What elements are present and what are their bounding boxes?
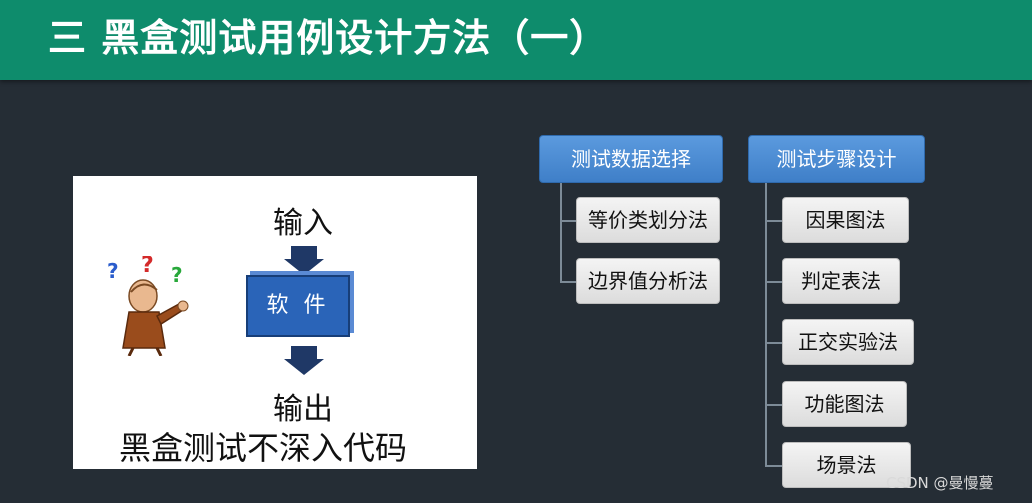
slide-header: 三 黑盒测试用例设计方法（一）: [0, 0, 1032, 80]
tree-item-function-graph: 功能图法: [782, 381, 907, 427]
slide-title: 三 黑盒测试用例设计方法（一）: [48, 16, 609, 60]
tree-connector: [765, 183, 767, 465]
arrow-down-icon: [284, 359, 324, 375]
tree-connector: [560, 183, 562, 281]
arrow-down-icon: [291, 246, 317, 260]
svg-text:?: ?: [141, 256, 154, 278]
confused-person-icon: ? ? ?: [107, 256, 189, 356]
svg-text:?: ?: [171, 263, 183, 287]
watermark: CSDN @曼慢蔓: [886, 474, 994, 492]
tree-head-data-selection: 测试数据选择: [539, 135, 723, 183]
input-label: 输入: [273, 206, 333, 241]
tree-connector: [765, 342, 783, 344]
svg-text:?: ?: [107, 259, 119, 283]
tree-connector: [765, 281, 783, 283]
tree-item-equivalence-partition: 等价类划分法: [576, 197, 720, 243]
tree-connector: [765, 465, 783, 467]
tree-head-step-design: 测试步骤设计: [748, 135, 925, 183]
tree-item-cause-effect: 因果图法: [782, 197, 909, 243]
tree-item-scenario: 场景法: [782, 442, 911, 488]
blackbox-illustration: 输入 软 件 输出 黑盒测试不深入代码 ? ? ?: [73, 176, 477, 469]
tree-connector: [560, 220, 577, 222]
tree-item-decision-table: 判定表法: [782, 258, 900, 304]
arrow-down-icon: [284, 259, 324, 275]
tree-item-orthogonal: 正交实验法: [782, 319, 914, 365]
output-label: 输出: [273, 392, 333, 427]
arrow-down-icon: [291, 346, 317, 360]
tree-item-boundary-value: 边界值分析法: [576, 258, 720, 304]
software-box: 软 件: [246, 275, 350, 337]
tree-connector: [560, 281, 577, 283]
illustration-caption: 黑盒测试不深入代码: [119, 429, 408, 467]
tree-connector: [765, 220, 783, 222]
tree-connector: [765, 404, 783, 406]
